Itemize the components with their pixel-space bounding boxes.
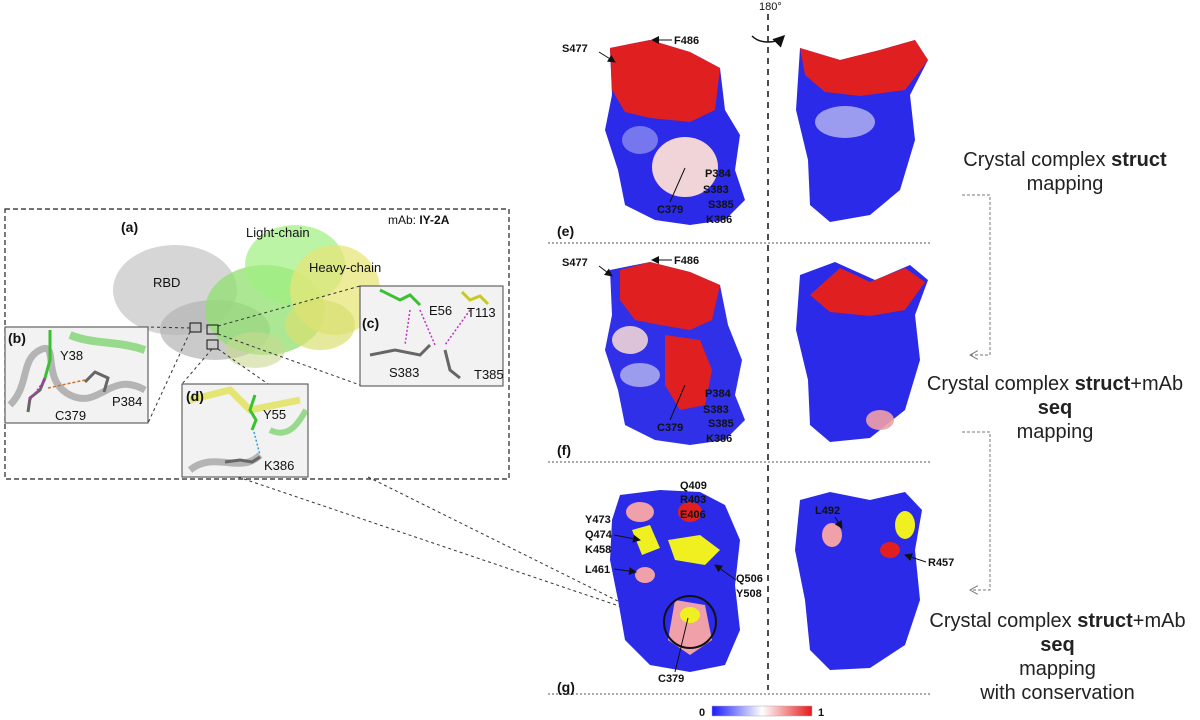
caption-g: Crystal complex struct+mAb seq mapping w… <box>929 610 1186 704</box>
res-e56: E56 <box>429 303 452 318</box>
label-g-q474: Q474 <box>585 529 613 541</box>
label-e-c379: C379 <box>657 204 683 216</box>
caption-f: Crystal complex struct+mAb seq mapping <box>926 373 1184 443</box>
legend-min: 0 <box>699 707 705 719</box>
caption-e: Crystal complex struct mapping <box>963 149 1167 195</box>
label-e-p384: P384 <box>705 168 732 180</box>
label-g-k458: K458 <box>585 544 611 556</box>
label-f-s385: S385 <box>708 418 734 430</box>
light-chain-label: Light-chain <box>246 225 310 240</box>
panel-d: (d) Y55 K386 <box>181 383 309 478</box>
label-f-f486: F486 <box>674 255 699 267</box>
legend-gradient <box>711 705 813 717</box>
rotation-arrow-icon <box>751 34 786 48</box>
surface-e-patch <box>652 137 718 197</box>
label-e-s477: S477 <box>562 43 588 55</box>
label-e-k386: K386 <box>706 214 732 226</box>
label-g-r403: R403 <box>680 494 706 506</box>
panel-g: Q409 R403 E406 Y473 Q474 K458 L461 Q506 … <box>557 480 954 695</box>
panel-c: (c) E56 T113 S383 T385 <box>359 285 504 387</box>
res-k386-d: K386 <box>264 458 294 473</box>
panel-c-tag: (c) <box>362 315 379 331</box>
label-e-s385: S385 <box>708 199 734 211</box>
label-g-q409: Q409 <box>680 480 707 492</box>
res-p384: P384 <box>112 394 142 409</box>
color-legend: 0 1 <box>699 705 824 719</box>
panel-b: (b) Y38 C379 P384 <box>4 326 149 424</box>
panel-a-tag: (a) <box>121 219 138 235</box>
panel-e: S477 F486 P384 S383 S385 K386 C379 (e) <box>557 35 928 239</box>
heavy-chain-label: Heavy-chain <box>309 260 381 275</box>
res-y38: Y38 <box>60 348 83 363</box>
panel-g-tag: (g) <box>557 679 575 695</box>
res-s383-c: S383 <box>389 365 419 380</box>
label-f-s477: S477 <box>562 257 588 269</box>
rotation-label: 180° <box>759 1 782 13</box>
res-c379-b: C379 <box>55 408 86 423</box>
panel-f: S477 F486 P384 S383 S385 K386 C379 (f) <box>557 255 928 458</box>
label-e-s383: S383 <box>703 184 729 196</box>
label-e-f486: F486 <box>674 35 699 47</box>
left-panel: (a) mAb: IY-2A Light-chain Heavy-chain R… <box>4 208 641 613</box>
label-g-y473: Y473 <box>585 514 611 526</box>
label-g-r457: R457 <box>928 557 954 569</box>
res-t113: T113 <box>467 305 496 320</box>
label-f-k386: K386 <box>706 433 732 445</box>
panel-b-tag: (b) <box>8 330 26 346</box>
surface-f-epitope <box>620 262 720 330</box>
zoom-box-d <box>206 339 219 350</box>
res-t385-c: T385 <box>474 367 504 382</box>
label-f-s383: S383 <box>703 404 729 416</box>
surface-e-epitope <box>610 40 720 122</box>
label-g-c379: C379 <box>658 673 684 685</box>
panel-d-tag: (d) <box>186 388 204 404</box>
panel-f-tag: (f) <box>557 442 571 458</box>
label-f-c379: C379 <box>657 422 683 434</box>
label-f-p384: P384 <box>705 388 732 400</box>
mab-label: mAb: IY-2A <box>388 213 450 227</box>
label-g-e406: E406 <box>680 509 706 521</box>
complex-structure <box>113 225 380 368</box>
flow-brackets <box>962 194 991 590</box>
label-g-l492: L492 <box>815 505 840 517</box>
highlight-circle <box>663 595 717 649</box>
label-g-q506: Q506 <box>736 573 763 585</box>
zoom-box-c <box>206 324 219 335</box>
label-g-y508: Y508 <box>736 588 762 600</box>
legend-max: 1 <box>818 707 824 719</box>
res-y55: Y55 <box>263 407 286 422</box>
label-g-l461: L461 <box>585 564 610 576</box>
panel-e-tag: (e) <box>557 223 574 239</box>
rbd-label: RBD <box>153 275 180 290</box>
zoom-connectors <box>147 285 641 613</box>
